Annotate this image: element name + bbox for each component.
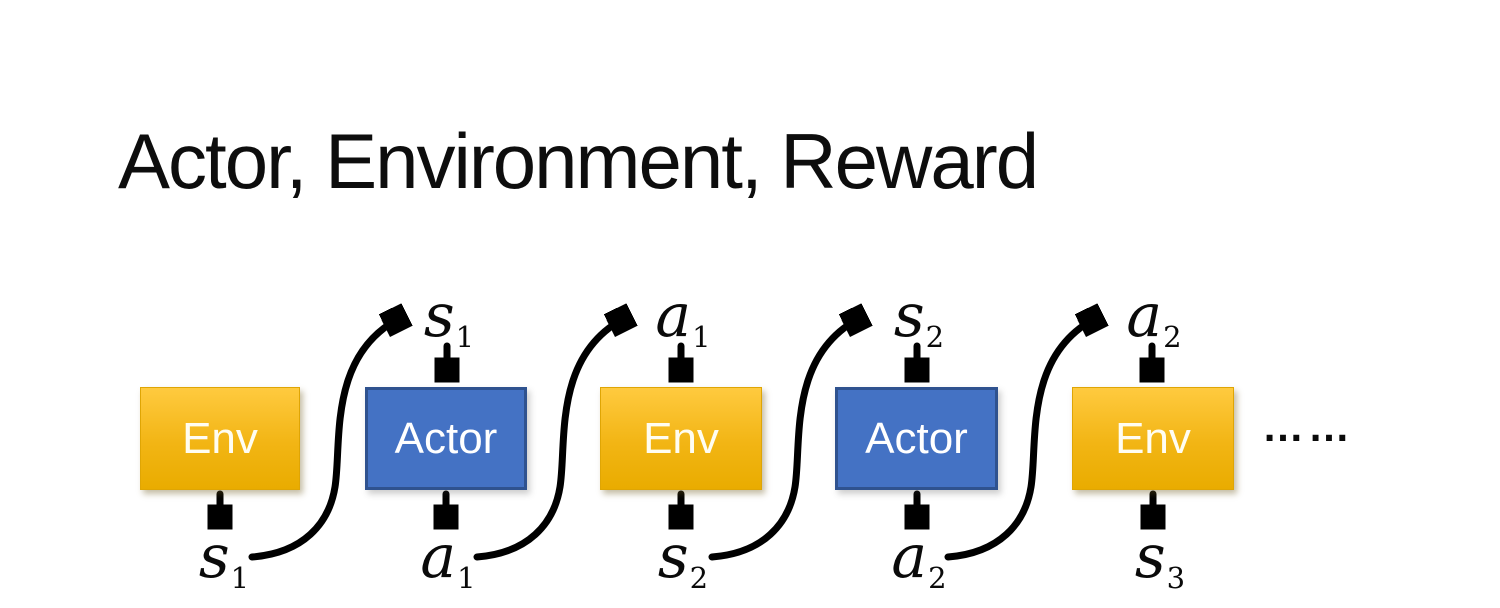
top-label-s2-base: s [893,281,925,351]
bottom-label-s2-sub: 2 [689,561,709,595]
top-label-s1: s1 [424,286,474,352]
actor-box-1-label: Actor [394,413,498,463]
bottom-label-s3-base: s [1134,522,1166,592]
bottom-label-s2: s2 [658,527,708,593]
actor-box-2-label: Actor [865,413,968,463]
env-box-1: Env [140,387,300,490]
top-label-s2-sub: 2 [925,320,945,354]
bottom-label-a1-base: a [420,522,457,592]
top-label-a1-base: a [655,281,692,351]
bottom-label-a2-sub: 2 [928,561,947,595]
top-label-a2-sub: 2 [1163,320,1182,354]
env-box-1-label: Env [182,413,258,463]
top-label-a1: a1 [655,286,710,352]
bottom-label-a1-sub: 1 [457,561,476,595]
top-label-s2: s2 [894,286,944,352]
bottom-label-s1-sub: 1 [230,561,250,595]
env-box-3-label: Env [1115,413,1191,463]
top-label-a1-sub: 1 [692,320,711,354]
bottom-label-s3: s3 [1135,527,1185,593]
bottom-label-a1: a1 [420,527,475,593]
top-label-a2-base: a [1126,281,1163,351]
top-label-s1-base: s [423,281,455,351]
actor-box-1: Actor [365,387,527,490]
top-label-a2: a2 [1126,286,1181,352]
bottom-label-a2-base: a [891,522,928,592]
env-box-2: Env [600,387,762,490]
ellipsis-continuation: …… [1262,403,1354,450]
slide-title: Actor, Environment, Reward [118,117,1039,205]
actor-box-2: Actor [835,387,998,490]
env-box-3: Env [1072,387,1234,490]
env-box-2-label: Env [643,413,719,463]
bottom-label-s2-base: s [657,522,689,592]
bottom-label-a2: a2 [891,527,946,593]
bottom-label-s1: s1 [199,527,249,593]
top-label-s1-sub: 1 [455,320,475,354]
bottom-label-s3-sub: 3 [1166,561,1186,595]
bottom-label-s1-base: s [198,522,230,592]
